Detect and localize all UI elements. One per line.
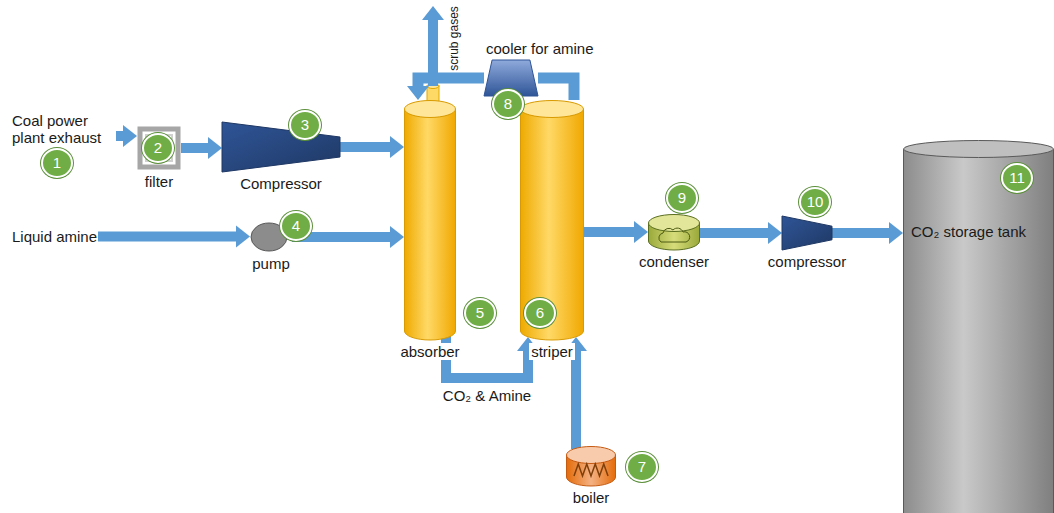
arrow-head (236, 226, 250, 248)
arrow-head (390, 226, 404, 248)
component-label: CO₂ storage tank (909, 223, 1028, 240)
callout-number: 5 (464, 298, 496, 328)
arrow-head (889, 222, 903, 244)
component-label: striper (529, 343, 575, 360)
source-label: Coal power plant exhaust (12, 112, 112, 146)
flow-arrow (181, 137, 222, 159)
component-label: filter (143, 173, 175, 190)
callout-number: 7 (626, 452, 658, 482)
arrow-shaft (832, 228, 889, 238)
arrow-shaft (116, 131, 123, 141)
callout-number: 10 (799, 187, 831, 217)
callout-number: 11 (1001, 163, 1033, 193)
callout-number: 9 (666, 183, 698, 213)
component-label: pump (250, 255, 292, 272)
arrow-head (390, 136, 404, 158)
component-label: condenser (637, 253, 711, 270)
callout-number: 2 (142, 133, 174, 163)
component-label: Liquid amine (12, 228, 98, 245)
arrow-head (634, 221, 648, 243)
callout-number: 4 (280, 211, 312, 241)
flow-arrow (700, 222, 782, 244)
callout-number: 6 (524, 298, 556, 328)
component-label: boiler (571, 489, 612, 506)
flow-arrow (116, 125, 137, 147)
absorber-column-outline (404, 100, 456, 340)
arrow-shaft (181, 143, 208, 153)
callout-number: 8 (492, 89, 524, 119)
arrow-shaft (700, 228, 768, 238)
compressor: Compressor (222, 122, 340, 172)
callout-number: 1 (41, 148, 73, 178)
flow-arrow (584, 221, 648, 243)
arrow-shaft (340, 142, 390, 152)
arrow-shaft (98, 232, 236, 242)
arrow-shaft (584, 227, 634, 237)
component-label: Coal power plant exhaust (12, 112, 112, 146)
component-label: cooler for amine (484, 40, 596, 57)
exhaust-outlet: scrub gases (424, 0, 468, 74)
flow-arrow (340, 136, 404, 158)
arrow-head (208, 137, 222, 159)
edge-label: CO₂ & Amine (440, 387, 534, 404)
arrow-head (422, 6, 444, 20)
compressor-outline (222, 122, 340, 172)
storage-tank-outline (903, 140, 1054, 513)
condenser-outline (648, 214, 700, 250)
component-label: compressor (766, 253, 848, 270)
flow-arrow (98, 226, 250, 248)
storage-tank: CO₂ storage tank (903, 140, 1054, 513)
absorber-column: absorber (404, 100, 456, 340)
boiler-outline (566, 446, 616, 486)
component-label: absorber (398, 343, 461, 360)
arrow-head (768, 222, 782, 244)
component-label: Compressor (238, 175, 324, 192)
source-label: Liquid amine (12, 228, 98, 245)
arrow-shaft (538, 78, 574, 100)
callout-number: 3 (289, 110, 321, 140)
flow-arrow (407, 78, 484, 100)
flow-arrow (832, 222, 903, 244)
flow-arrow (538, 78, 574, 100)
arrow-head (407, 86, 429, 100)
component-label: scrub gases (446, 6, 461, 71)
arrow-shaft (418, 78, 484, 86)
arrow-head (123, 125, 137, 147)
compressor: compressor (782, 216, 832, 250)
boiler: boiler (566, 446, 616, 486)
condenser: condenser (648, 214, 700, 250)
arrow-shaft (571, 351, 581, 449)
compressor-outline (782, 216, 832, 250)
